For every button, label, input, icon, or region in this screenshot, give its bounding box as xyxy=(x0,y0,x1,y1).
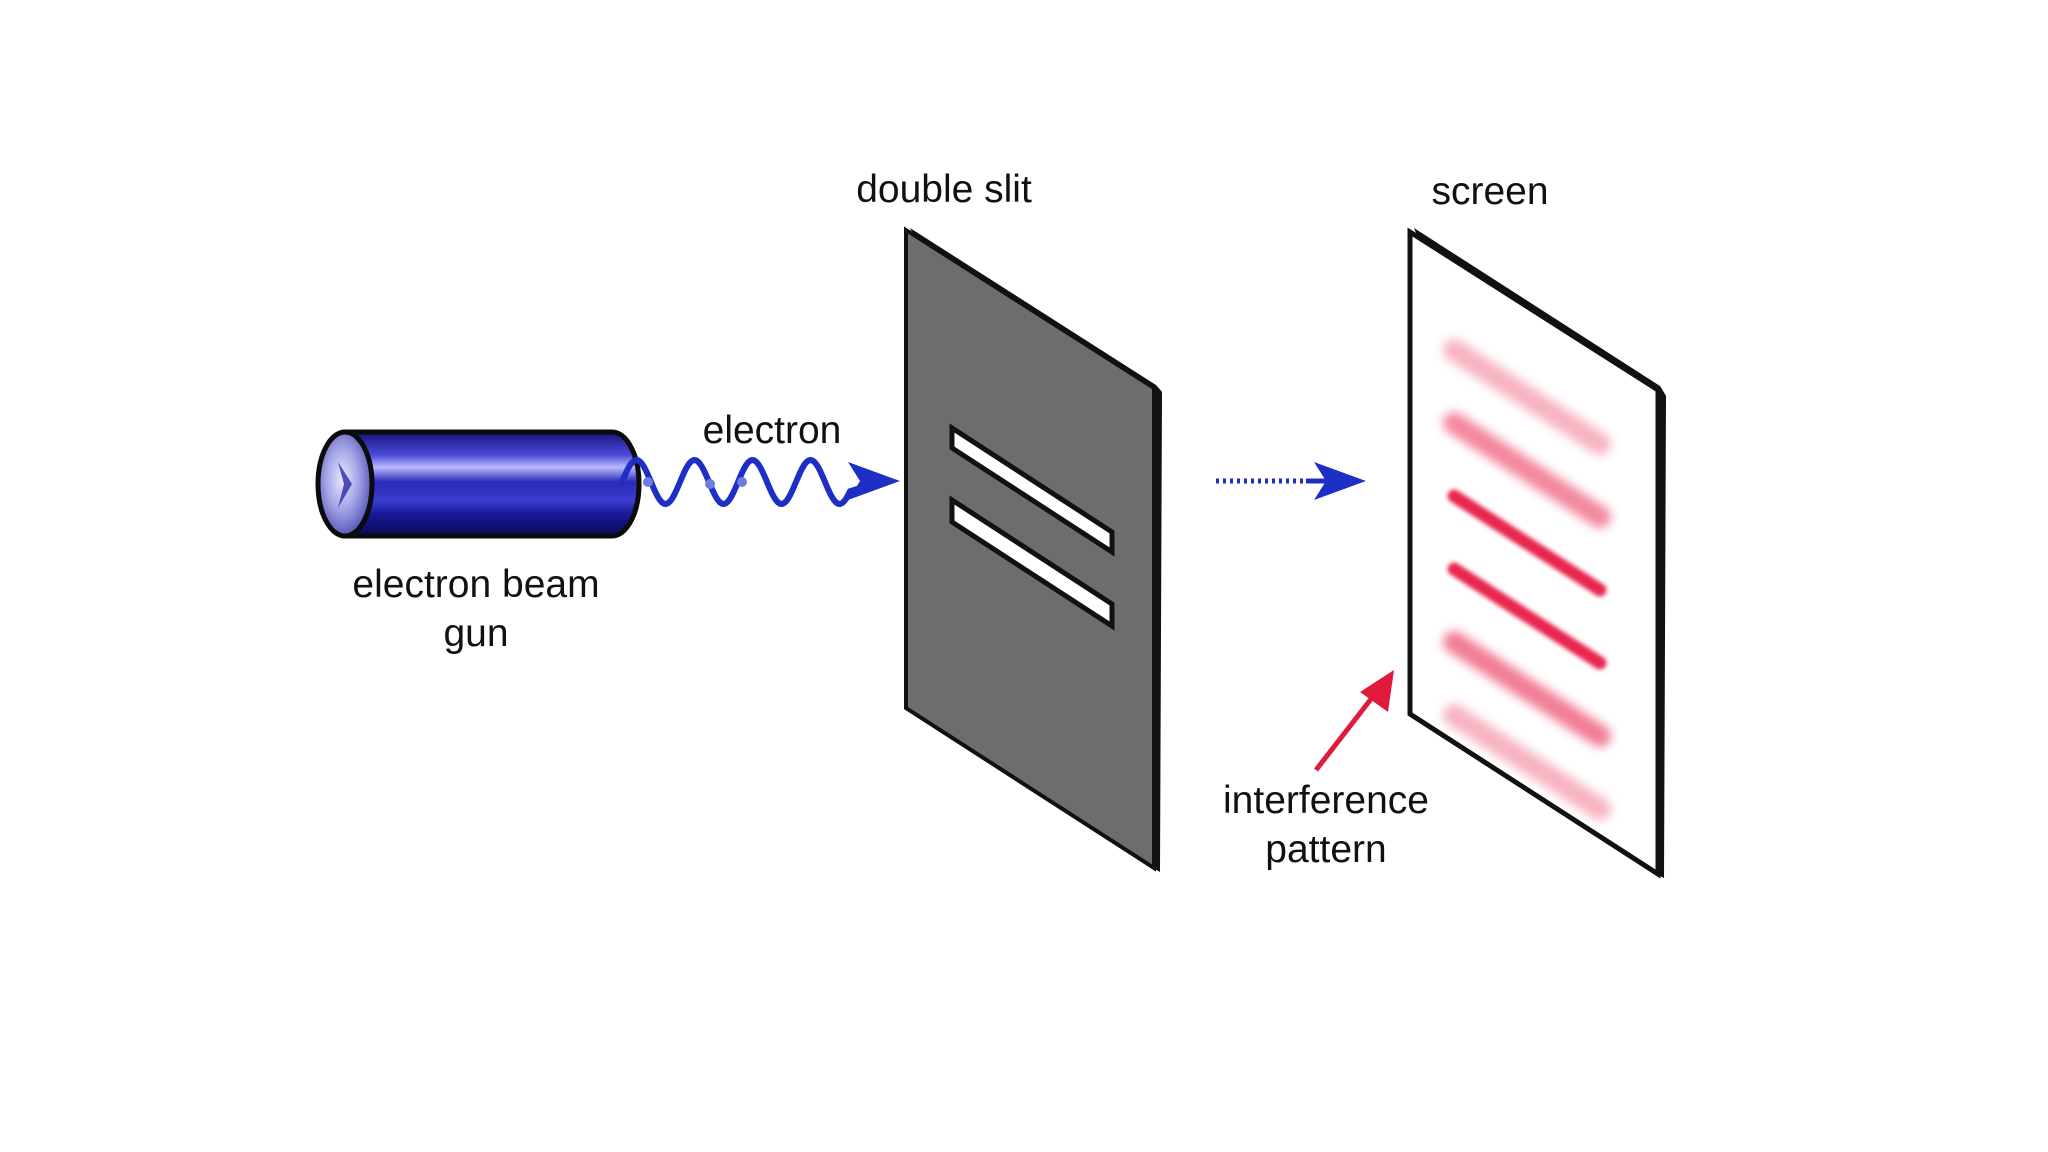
electron-particle xyxy=(705,479,715,489)
label-double-slit: double slit xyxy=(856,168,1032,211)
electron-wave-arrowhead xyxy=(848,462,900,500)
interference-fringe xyxy=(1443,339,1611,455)
interference-fringe xyxy=(1447,489,1607,597)
double-slit-plate xyxy=(904,226,1162,872)
label-electron-beam-gun-line1: electron beam xyxy=(352,563,599,606)
propagation-arrow xyxy=(1216,462,1366,500)
gun-body xyxy=(342,429,642,539)
gun-cap-glint xyxy=(338,462,352,508)
interference-fringes xyxy=(1443,339,1611,820)
interference-pointer xyxy=(1314,670,1394,772)
electron-wave xyxy=(619,456,900,508)
propagation-arrowhead xyxy=(1314,462,1366,500)
label-electron: electron xyxy=(703,409,842,452)
label-screen: screen xyxy=(1431,170,1548,213)
electron-particle xyxy=(643,477,653,487)
detection-screen xyxy=(1407,227,1666,879)
label-interference-line2: pattern xyxy=(1265,828,1386,871)
label-interference-line1: interference xyxy=(1223,779,1429,822)
label-electron-beam-gun-line2: gun xyxy=(443,612,508,655)
interference-fringe xyxy=(1443,631,1611,747)
interference-fringe xyxy=(1443,704,1611,820)
slit-lower xyxy=(949,495,1115,631)
slit-upper xyxy=(949,423,1115,557)
interference-pointer-shaft xyxy=(1314,688,1380,772)
electron-beam-gun xyxy=(315,429,642,539)
electron-particle xyxy=(737,477,747,487)
interference-fringe xyxy=(1443,412,1611,528)
electron-wave-line xyxy=(619,456,883,508)
interference-pointer-head xyxy=(1360,670,1394,712)
interference-fringe xyxy=(1447,562,1607,670)
